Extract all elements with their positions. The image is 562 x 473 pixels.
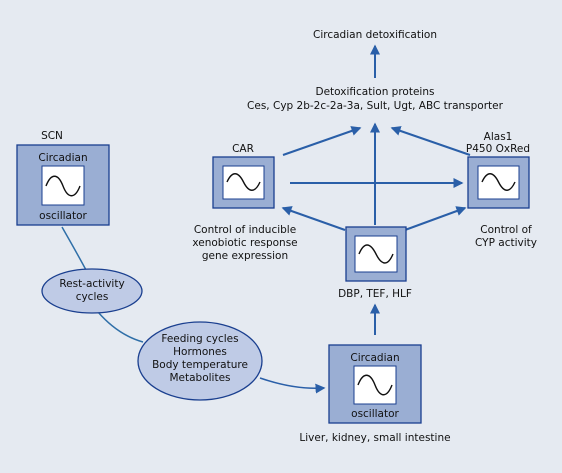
- car-label: CAR: [232, 143, 254, 155]
- signals-ellipse: [137, 321, 263, 401]
- car-caption-line-3: gene expression: [202, 250, 288, 262]
- peripheral-box-top-label: Circadian: [350, 352, 399, 364]
- arrow-car-to-proteins: [282, 126, 362, 156]
- alas-caption-line-1: Control of: [480, 224, 532, 236]
- peripheral-caption: Liver, kidney, small intestine: [299, 432, 450, 444]
- peripheral-sine-wave-icon: [357, 374, 393, 396]
- arrow-signals-to-peripheral: [259, 377, 326, 394]
- car-caption-line-2: xenobiotic response: [192, 237, 297, 249]
- par-sine-wave-icon: [358, 244, 394, 264]
- par-label: DBP, TEF, HLF: [338, 288, 412, 300]
- arrow-par-to-alas: [404, 206, 467, 231]
- peripheral-box-bottom-label: oscillator: [351, 408, 399, 420]
- p450-oxred-label: P450 OxRed: [466, 143, 530, 155]
- scn-label: SCN: [41, 130, 63, 142]
- scn-box-bottom-label: oscillator: [39, 210, 87, 222]
- connector-rest-to-signals: [97, 311, 144, 343]
- circadian-detox-label: Circadian detoxification: [313, 29, 437, 41]
- alas-sine-wave-icon: [481, 173, 516, 191]
- alas-caption-line-2: CYP activity: [475, 237, 537, 249]
- scn-box-top-label: Circadian: [38, 152, 87, 164]
- signals-line-2: Hormones: [173, 346, 227, 358]
- alas1-label: Alas1: [484, 131, 513, 143]
- rest-activity-line-1: Rest-activity: [59, 278, 124, 290]
- arrow-alas-to-proteins: [390, 126, 471, 156]
- car-sine-wave-icon: [226, 173, 261, 191]
- rest-activity-line-2: cycles: [76, 291, 109, 303]
- scn-sine-wave-icon: [45, 175, 81, 197]
- detox-proteins-title: Detoxification proteins: [316, 86, 435, 98]
- arrow-par-to-car: [281, 206, 346, 231]
- car-caption-line-1: Control of inducible: [194, 224, 296, 236]
- detox-proteins-list: Ces, Cyp 2b-2c-2a-3a, Sult, Ugt, ABC tra…: [247, 100, 504, 112]
- rest-activity-ellipse: [41, 268, 143, 314]
- signals-line-4: Metabolites: [169, 372, 230, 384]
- signals-line-1: Feeding cycles: [161, 333, 238, 345]
- connector-scn-to-rest: [61, 226, 87, 271]
- signals-line-3: Body temperature: [152, 359, 248, 371]
